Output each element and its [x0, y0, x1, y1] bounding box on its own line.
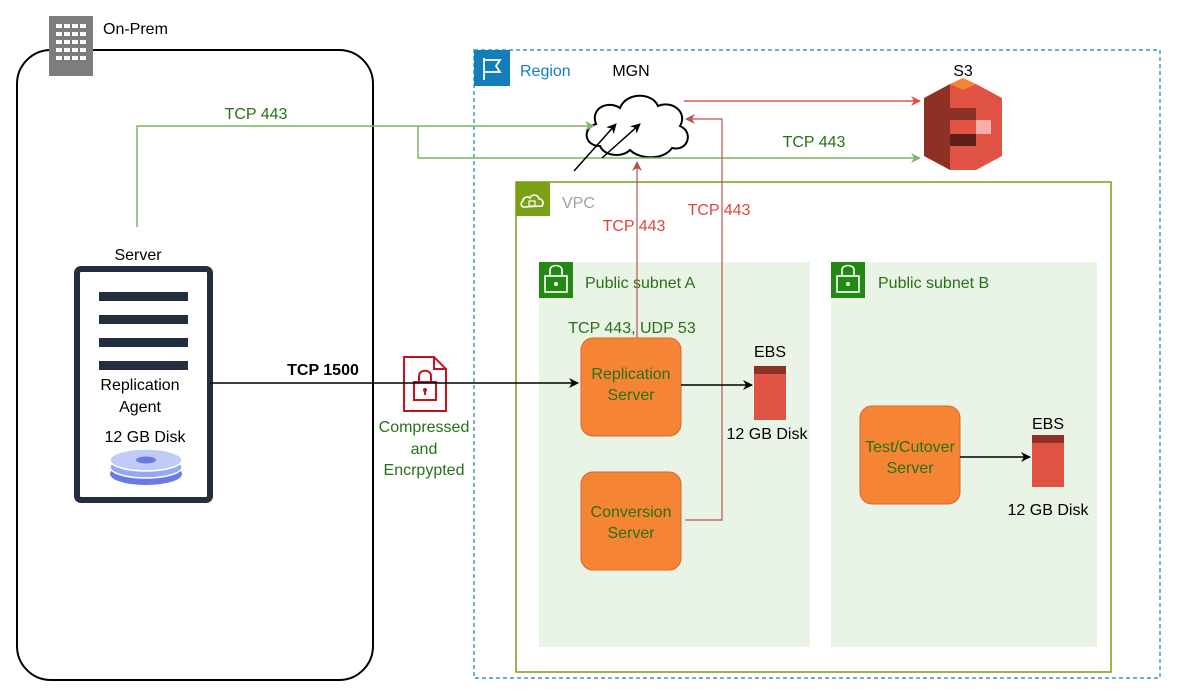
subnet-b-label: Public subnet B	[878, 275, 989, 292]
subnet-a-lock-icon	[539, 262, 573, 298]
cutover-server-box	[859, 405, 961, 505]
subnet-b-lock-icon	[831, 262, 865, 298]
ebs-b-disk-label: 12 GB Disk	[1008, 502, 1090, 519]
onprem-to-s3-label: TCP 443	[783, 134, 846, 151]
mgn-label: MGN	[612, 63, 649, 80]
agent-to-replication-label: TCP 1500	[287, 362, 359, 379]
vpc-boundary	[515, 181, 1112, 673]
region-boundary	[473, 49, 1161, 679]
ebs-b-volume-icon	[1032, 435, 1064, 487]
subnet-a-label: Public subnet A	[585, 275, 696, 292]
replication-to-mgn-label: TCP 443	[603, 218, 666, 235]
onprem-boundary	[16, 49, 374, 681]
region-label: Region	[520, 63, 571, 80]
server-disk-label: 12 GB Disk	[105, 429, 187, 446]
conversion-to-mgn-label: TCP 443	[688, 202, 751, 219]
replication-server-line2: Server	[607, 387, 655, 404]
ebs-a-disk-label: 12 GB Disk	[727, 426, 809, 443]
region-flag-icon	[474, 50, 510, 86]
encryption-line1: Compressed	[379, 419, 470, 436]
conversion-to-mgn-connector	[685, 114, 723, 521]
agent-label-line1: Replication	[100, 377, 179, 394]
onprem-to-s3-connector	[417, 126, 921, 163]
encrypted-file-icon	[403, 356, 447, 412]
encryption-line3: Encrpypted	[384, 462, 465, 479]
server-label: Server	[114, 247, 162, 264]
subnet-a-area	[539, 262, 810, 647]
replication-ports-label: TCP 443, UDP 53	[568, 320, 696, 337]
onprem-to-mgn-label: TCP 443	[225, 106, 288, 123]
s3-bucket-icon	[924, 78, 1002, 170]
onprem-label: On-Prem	[103, 21, 168, 38]
encryption-line2: and	[411, 441, 438, 458]
replication-server-box	[580, 337, 682, 437]
agent-label-line2: Agent	[119, 399, 161, 416]
onprem-to-mgn-connector	[136, 121, 595, 227]
ebs-a-label: EBS	[754, 344, 786, 361]
cutover-server-line2: Server	[886, 460, 934, 477]
server-box	[74, 266, 213, 503]
vpc-cloud-icon	[516, 182, 550, 216]
server-rack-icon	[99, 292, 188, 370]
conversion-server-box	[580, 471, 682, 571]
building-icon	[49, 16, 93, 76]
vpc-label: VPC	[562, 195, 595, 212]
s3-label: S3	[953, 63, 973, 80]
conversion-server-line1: Conversion	[591, 504, 672, 521]
ebs-b-label: EBS	[1032, 416, 1064, 433]
cutover-server-line1: Test/Cutover	[865, 439, 955, 456]
mgn-inbound-arrow-2	[601, 123, 641, 159]
conversion-server-line2: Server	[607, 525, 655, 542]
disk-icon	[109, 448, 183, 485]
ebs-a-volume-icon	[754, 366, 786, 420]
mgn-inbound-arrow-1	[573, 123, 617, 172]
replication-server-line1: Replication	[591, 366, 670, 383]
